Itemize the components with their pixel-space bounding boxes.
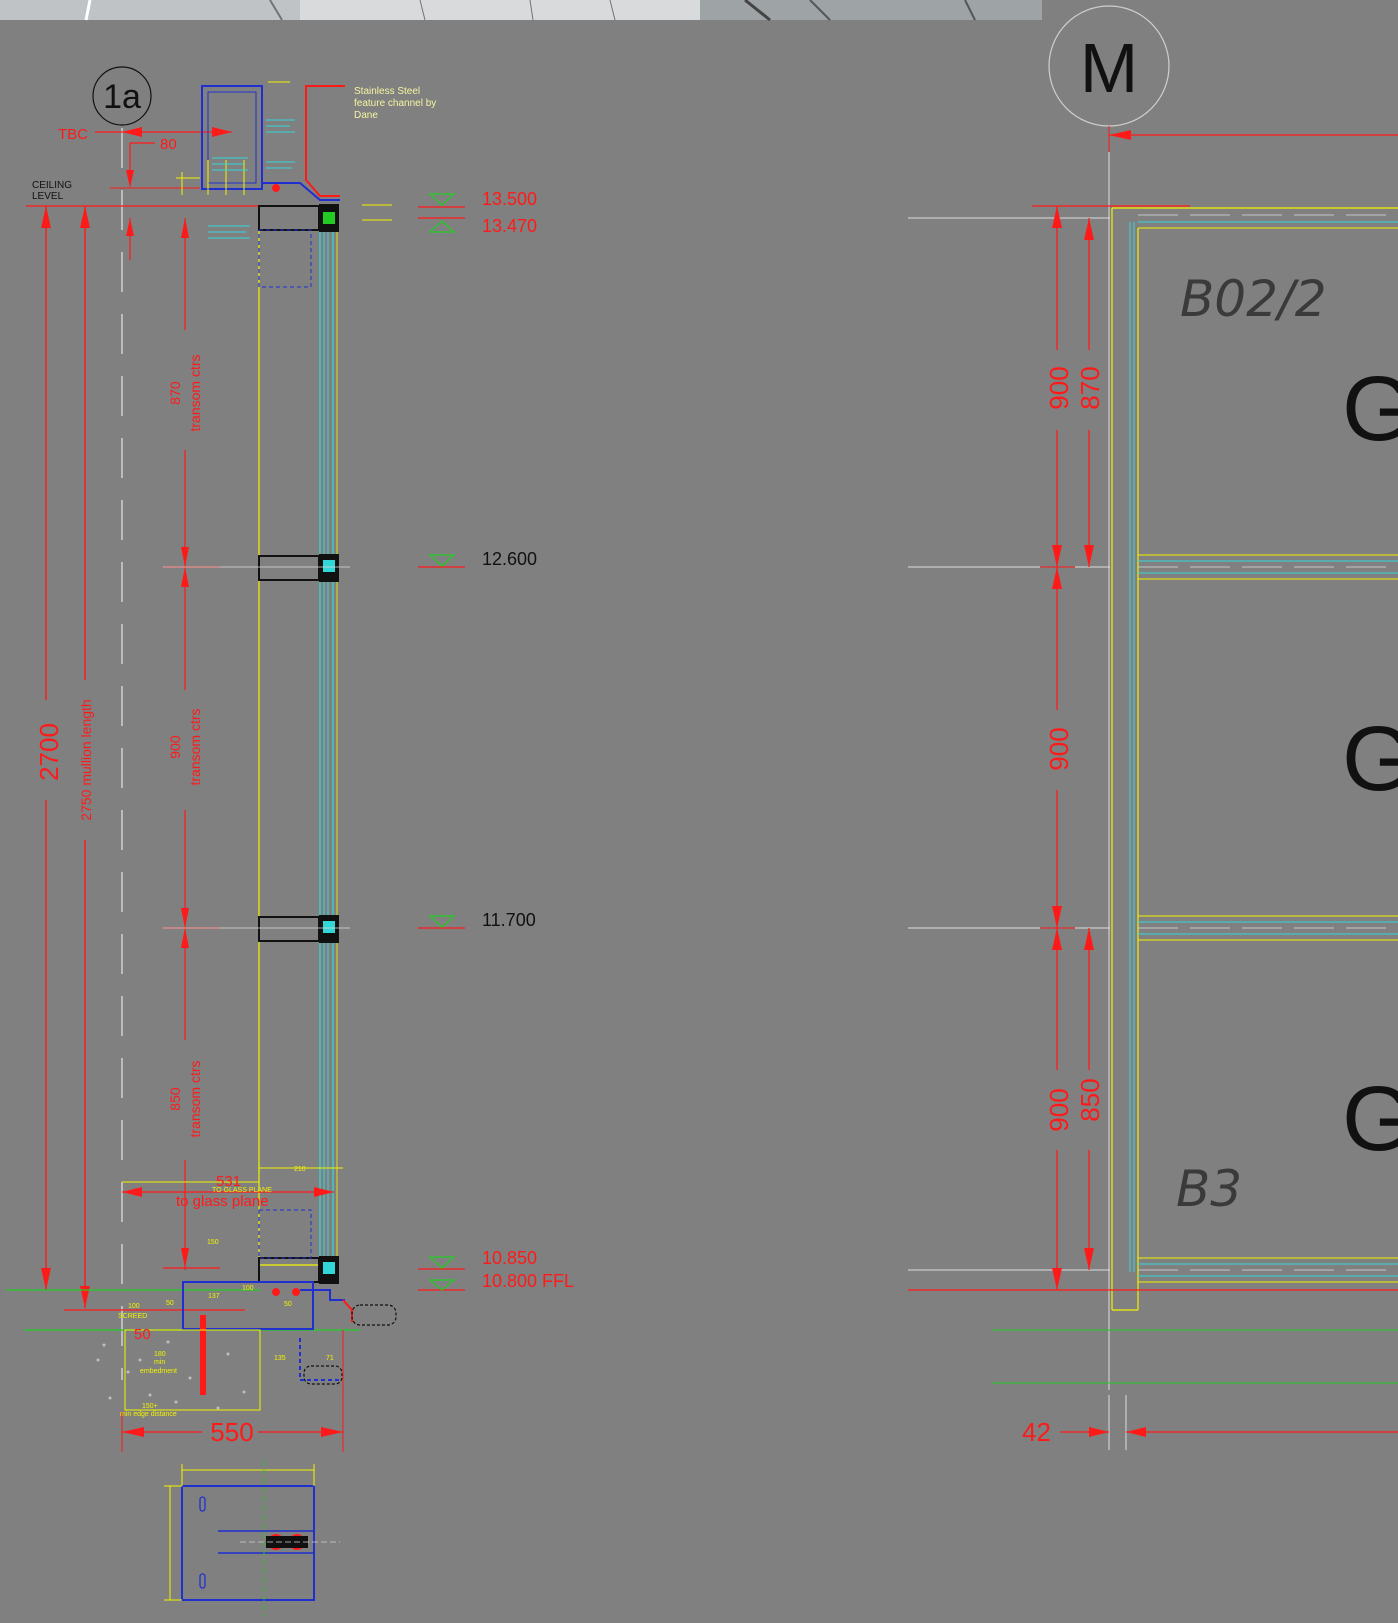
glass-type-label-1: G <box>1342 358 1398 460</box>
dim-850: 850 <box>1075 1078 1105 1121</box>
dim-50-small-b: 50 <box>284 1301 292 1308</box>
detail-1a: 1a TBC 80 CEILING LEVEL 2700 2750 mullio… <box>6 66 574 1616</box>
level-13470: 13.470 <box>482 216 537 236</box>
offset-80-label: 80 <box>160 136 177 153</box>
panel-label-b3: B3 <box>1176 1160 1242 1218</box>
glass-plane-label: to glass plane <box>176 1193 269 1210</box>
transom-section-bottom <box>258 1209 339 1284</box>
gridline-bubble-label: M <box>1080 29 1138 107</box>
dim-870: 870 <box>1075 366 1105 409</box>
ceiling-level-label: CEILING <box>32 180 72 191</box>
transom-line-bottom <box>1138 1257 1398 1283</box>
detail-bubble-label: 1a <box>103 78 141 116</box>
svg-text:feature channel by: feature channel by <box>354 98 436 109</box>
transom-section-top <box>258 204 339 288</box>
transom-2-value: 900 <box>167 735 183 759</box>
ceiling-level-label-2: LEVEL <box>32 191 64 202</box>
transom-line-3 <box>1138 915 1398 941</box>
detail-bubble <box>92 66 152 126</box>
transom-line-2 <box>1138 554 1398 580</box>
transom-section-11700 <box>258 915 339 943</box>
dim-137-label: 137 <box>208 1293 220 1300</box>
tbc-label: TBC <box>58 126 88 143</box>
glass-plane-value: 531 <box>216 1173 241 1190</box>
embed-label-1: 180 <box>154 1351 166 1358</box>
transom-line-top <box>1138 214 1398 229</box>
concrete-hatch <box>96 1340 246 1410</box>
panel-label-b02-2: B02/2 <box>1180 270 1327 328</box>
dim-135-label: 135 <box>274 1355 286 1362</box>
dim-210-label: 210 <box>294 1166 306 1173</box>
level-11700: 11.700 <box>482 910 536 930</box>
dim-42: 42 <box>1022 1395 1398 1450</box>
dim-150-label: 150 <box>207 1239 219 1246</box>
head-bracket <box>201 85 340 201</box>
photo-strip <box>0 0 1042 22</box>
stainless-steel-channel <box>305 85 345 197</box>
svg-text:Stainless Steel: Stainless Steel <box>354 86 420 97</box>
elevation-m: M <box>908 5 1398 1450</box>
dim-2750-label: 2750 mullion length <box>78 699 94 820</box>
edge-label-1: 150+ <box>142 1403 158 1410</box>
edge-label-2: min edge distance <box>120 1411 177 1418</box>
dim-900-a: 900 <box>1044 366 1074 409</box>
base-plate-plan <box>164 1460 340 1616</box>
glass-type-label-3: G <box>1342 1068 1398 1170</box>
level-13500: 13.500 <box>482 189 537 209</box>
channel-note: Stainless Steel feature channel by Dane <box>354 86 436 121</box>
level-10850: 10.850 <box>482 1248 537 1268</box>
bracket-annotations <box>208 119 295 239</box>
dim-42-label: 42 <box>1022 1417 1051 1447</box>
level-12600: 12.600 <box>482 549 537 569</box>
embed-label-2: min <box>154 1359 165 1366</box>
dim-50-small: 50 <box>166 1300 174 1307</box>
level-10800-ffl: 10.800 FFL <box>482 1271 574 1291</box>
transom-3-text: transom ctrs <box>187 1060 203 1137</box>
svg-text:Dane: Dane <box>354 110 378 121</box>
screed-value: 100 <box>128 1303 140 1310</box>
anchor-bolt <box>200 1315 206 1395</box>
base-bracket <box>182 1281 314 1330</box>
dim-100-label: 100 <box>242 1285 254 1292</box>
top-level-annotations <box>176 81 392 221</box>
glass-plane-small-label: TO GLASS PLANE <box>212 1187 272 1194</box>
dim-71-label: 71 <box>326 1355 334 1362</box>
transom-2-text: transom ctrs <box>187 708 203 785</box>
level-markers <box>418 193 465 1291</box>
transom-3-value: 850 <box>167 1087 183 1111</box>
screed-label: SCREED <box>118 1313 147 1320</box>
dim-550-label: 550 <box>210 1417 253 1447</box>
transom-1-value: 870 <box>167 381 183 405</box>
transom-1-text: transom ctrs <box>187 354 203 431</box>
transom-section-12600 <box>258 554 339 582</box>
glass-type-label-2: G <box>1342 708 1398 810</box>
dim-2700-label: 2700 <box>34 723 64 781</box>
embed-label-3: embedment <box>140 1368 177 1375</box>
dim-900-b: 900 <box>1044 727 1074 770</box>
dim-50-label: 50 <box>134 1326 151 1343</box>
dim-900-c: 900 <box>1044 1088 1074 1131</box>
glass-pane <box>319 206 338 1270</box>
